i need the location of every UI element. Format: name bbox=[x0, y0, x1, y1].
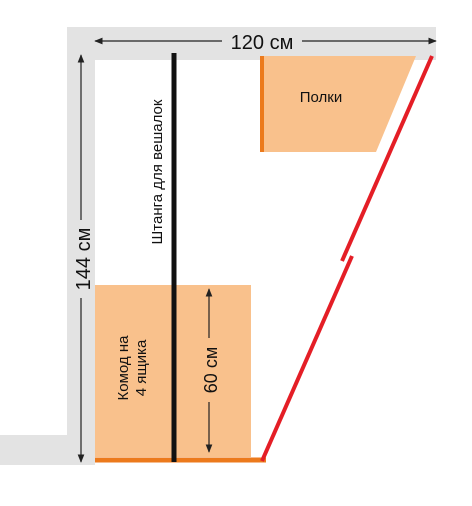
dresser-height-label-bg bbox=[199, 338, 219, 402]
door-line-upper bbox=[340, 55, 434, 262]
width-label: 120 см bbox=[231, 32, 294, 54]
dresser-height-label: 60 см bbox=[201, 347, 221, 393]
door-line-lower bbox=[260, 255, 354, 462]
dresser-label-line1: Комод на bbox=[115, 335, 132, 401]
shelves-label: Полки bbox=[300, 89, 343, 106]
rod-label: Штанга для вешалок bbox=[149, 99, 166, 244]
dresser-label-line2: 4 ящика bbox=[133, 339, 150, 396]
height-label-bg bbox=[70, 220, 92, 298]
width-label-bg bbox=[222, 30, 302, 52]
shelves-block bbox=[262, 56, 416, 152]
dresser-label: Комод на 4 ящика bbox=[115, 335, 150, 401]
height-label: 144 см bbox=[73, 228, 95, 291]
